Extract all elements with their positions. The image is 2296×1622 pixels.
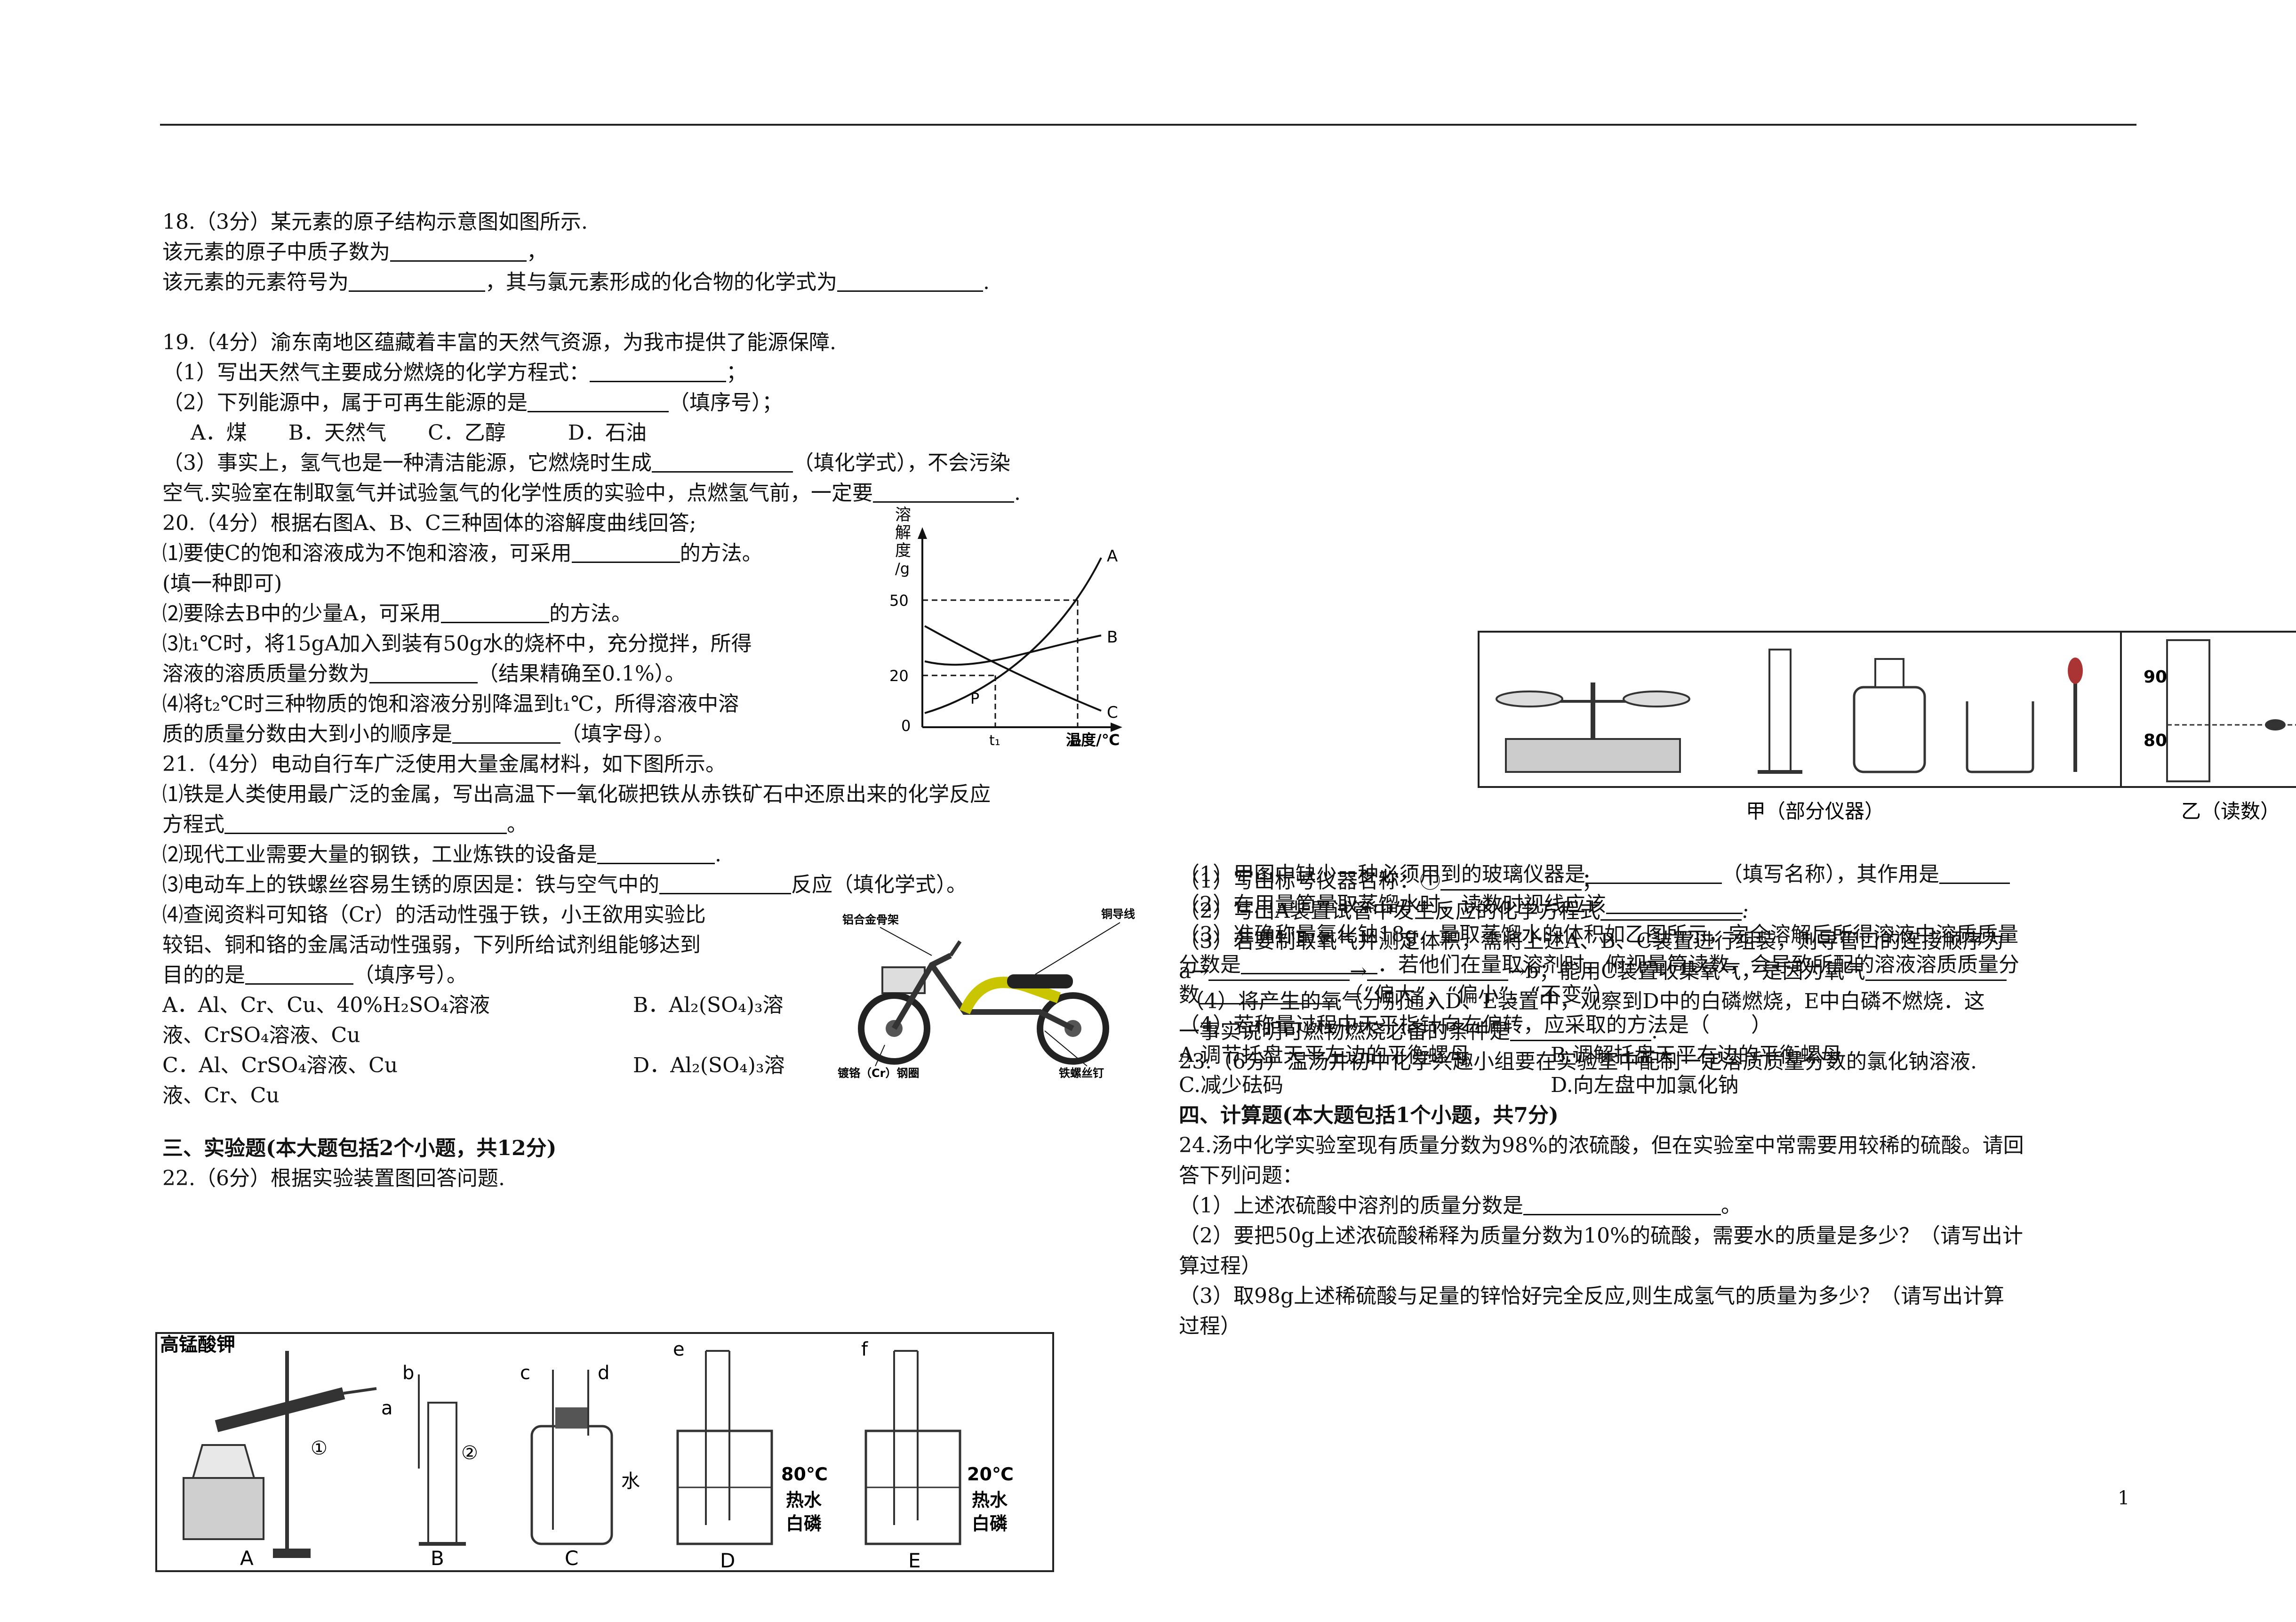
answer-blank[interactable]: [452, 722, 560, 744]
answer-blank[interactable]: [349, 270, 485, 292]
svg-text:/g: /g: [895, 560, 910, 578]
answer-blank[interactable]: [369, 661, 478, 683]
answer-blank[interactable]: [1865, 959, 2007, 981]
chart-xlabel: 温度/℃: [1066, 731, 1120, 749]
device-a-label: A: [240, 1547, 254, 1570]
apparatus-figure: 高锰酸钾 a ① A b ② B c d 水 C e 80℃ 热水 白磷 D f…: [155, 1332, 1054, 1572]
solubility-chart: 溶 解 度 /g 50 20 0 A B C P t₁ t₂ 温度/℃: [889, 506, 1122, 749]
answer-blank[interactable]: [659, 872, 791, 894]
kmno4-label: 高锰酸钾: [160, 1334, 235, 1356]
left-column: 18.（3分）某元素的原子结构示意图如图所示. 该元素的原子中质子数为， 该元素…: [162, 207, 1146, 1194]
curve-b: [924, 634, 1102, 666]
e-phosphorus-label: 白磷: [972, 1513, 1008, 1534]
label-a: A: [1107, 547, 1118, 566]
answer-blank[interactable]: [1606, 892, 1743, 914]
bike-label-screw: 铁螺丝钉: [1059, 1067, 1104, 1080]
tick-80: 80: [2144, 731, 2167, 750]
water-label: 水: [621, 1470, 640, 1492]
header-rule: [160, 124, 2136, 126]
device-e-label: E: [908, 1549, 921, 1572]
answer-blank[interactable]: [590, 360, 726, 382]
section-4-title: 四、计算题(本大题包括1个小题，共7分): [1179, 1103, 1559, 1127]
label-b: B: [1107, 628, 1118, 647]
answer-blank[interactable]: [1523, 1193, 1721, 1215]
page-number: 1: [2118, 1487, 2130, 1509]
answer-blank[interactable]: [1208, 959, 1350, 981]
device-b-label: B: [431, 1547, 444, 1570]
answer-blank[interactable]: [1585, 862, 1722, 884]
right-column-upper: （1）写出标号仪器名称：①； （2）写出A装置试管中发生反应的化学方程式. （3…: [1179, 866, 2162, 1077]
svg-text:解: 解: [895, 523, 911, 542]
answer-blank[interactable]: [837, 270, 983, 292]
bike-label-frame: 铝合金骨架: [842, 913, 899, 926]
q23-title: 23.（6分）温汤井初中化学兴趣小组要在实验室中配制一定溶质质量分数的氯化钠溶液…: [1179, 1050, 1977, 1074]
label-c: C: [1107, 703, 1118, 722]
answer-blank[interactable]: [390, 240, 527, 262]
d-temp-label: 80℃: [781, 1464, 828, 1485]
tube-c-label: c: [520, 1362, 530, 1384]
device-c-label: C: [565, 1547, 578, 1570]
chart-origin: 0: [901, 717, 911, 735]
q24-title: 24.汤中化学实验室现有质量分数为98%的浓硫酸，但在实验室中常需要用较稀的硫酸…: [1179, 1133, 2024, 1157]
e-bike-figure: 铝合金骨架 铜导线 镀铬（Cr）钢圈 铁螺丝钉: [838, 907, 1135, 1080]
tick-t2: t₂: [1071, 732, 1082, 749]
q23-questions: （1）甲图中缺少一种必须用到的玻璃仪器是（填写名称），其作用是 （2）在用量筒量…: [1179, 859, 2162, 1341]
q19-title: 19.（4分）渝东南地区蕴藏着丰富的天然气资源，为我市提供了能源保障.: [162, 330, 836, 354]
instrument-1-label: ①: [311, 1437, 328, 1459]
cylinder-reading-figure: 90 80 乙（读数）: [2120, 631, 2296, 823]
instruments-figure: 甲（部分仪器）: [1478, 631, 2143, 823]
answer-blank[interactable]: [528, 390, 669, 412]
answer-blank[interactable]: [652, 450, 793, 473]
answer-blank[interactable]: [1200, 982, 1336, 1004]
tube-d-label: d: [598, 1362, 609, 1384]
section-3-title: 三、实验题(本大题包括2个小题，共12分): [162, 1136, 557, 1160]
answer-blank[interactable]: [872, 481, 1014, 503]
e-temp-label: 20℃: [967, 1464, 1014, 1485]
answer-blank[interactable]: [571, 541, 680, 563]
q22-title: 22.（6分）根据实验装置图回答问题.: [162, 1166, 505, 1190]
instrument-2-label: ②: [461, 1442, 478, 1464]
answer-blank[interactable]: [245, 963, 353, 985]
fig-caption-yi: 乙（读数）: [2181, 800, 2280, 823]
d-phosphorus-label: 白磷: [786, 1513, 822, 1534]
tick-90: 90: [2144, 667, 2167, 687]
answer-blank[interactable]: [597, 842, 715, 864]
tube-b-label: b: [402, 1362, 414, 1384]
tick-t1: t₁: [989, 732, 1000, 749]
bike-label-wire: 铜导线: [1101, 907, 1135, 921]
tube-e-label: e: [673, 1339, 685, 1360]
answer-blank[interactable]: [1939, 862, 2010, 884]
fig-caption-jia: 甲（部分仪器）: [1746, 800, 1884, 823]
answer-blank[interactable]: [1510, 1019, 1651, 1041]
answer-blank[interactable]: [441, 601, 550, 623]
tube-a-label: a: [381, 1397, 393, 1419]
chart-tick-50: 50: [889, 592, 909, 610]
q21-title: 21.（4分）电动自行车广泛使用大量金属材料，如下图所示。: [162, 752, 726, 776]
bike-label-rim: 镀铬（Cr）钢圈: [838, 1067, 919, 1080]
e-hotwater-label: 热水: [972, 1490, 1008, 1510]
curve-a: [924, 557, 1102, 714]
label-p: P: [970, 690, 979, 707]
q18-title: 18.（3分）某元素的原子结构示意图如图所示.: [162, 210, 588, 234]
svg-text:度: 度: [895, 541, 911, 560]
answer-blank[interactable]: [1600, 899, 1742, 921]
tube-f-label: f: [861, 1339, 868, 1360]
device-d-label: D: [720, 1549, 735, 1572]
d-hotwater-label: 热水: [786, 1490, 822, 1510]
answer-blank[interactable]: [224, 812, 507, 834]
chart-tick-20: 20: [889, 667, 909, 685]
curve-c: [924, 625, 1102, 712]
answer-blank[interactable]: [1367, 959, 1508, 981]
answer-blank[interactable]: [1440, 868, 1582, 891]
q20-title: 20.（4分）根据右图A、B、C三种固体的溶解度曲线回答;: [162, 511, 696, 535]
answer-blank[interactable]: [1241, 952, 1377, 974]
chart-ylabel: 溶: [895, 506, 911, 524]
